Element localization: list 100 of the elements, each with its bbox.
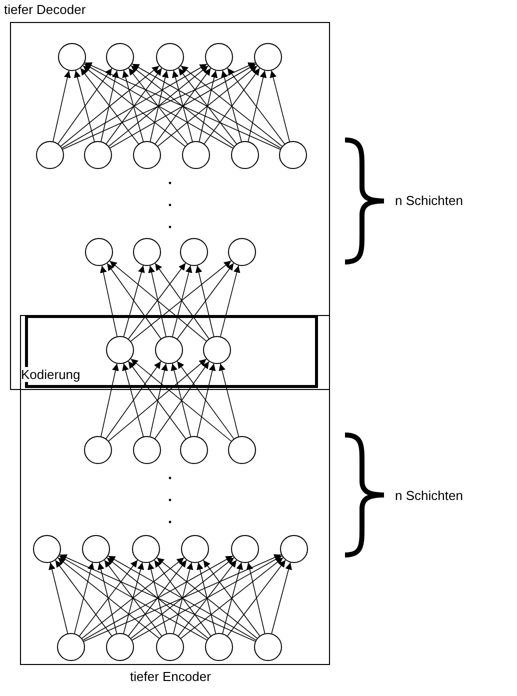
arrow <box>100 363 119 437</box>
arrow <box>150 363 168 437</box>
arrow <box>48 562 68 634</box>
arrow <box>52 70 71 142</box>
arrow <box>54 560 112 636</box>
encoding-label: Kodierung <box>21 367 80 382</box>
arrow <box>227 560 286 636</box>
arrow <box>58 556 208 640</box>
arrow <box>196 363 216 437</box>
neuron-circle <box>180 238 208 266</box>
neuron-circle <box>156 43 184 71</box>
neuron-circle <box>133 238 161 266</box>
neuron-circle <box>254 43 282 71</box>
arrow <box>130 557 234 639</box>
arrow <box>178 68 237 144</box>
neuron-circle <box>228 436 256 464</box>
neuron-circle <box>85 238 113 266</box>
neuron-circle <box>106 336 134 364</box>
arrow <box>178 560 237 636</box>
neuron-circle <box>133 141 161 169</box>
arrow <box>84 62 281 150</box>
arrow <box>132 555 282 641</box>
arrow <box>84 64 234 148</box>
arrow <box>176 262 234 340</box>
arrow <box>62 62 256 150</box>
arrow <box>106 263 162 339</box>
arrow <box>106 68 162 144</box>
arrow <box>59 554 256 642</box>
neuron-circle <box>205 633 233 661</box>
arrow <box>122 363 144 437</box>
neuron-circle <box>133 436 161 464</box>
layer-count-label: n Schichten <box>395 488 463 503</box>
arrow <box>128 360 186 440</box>
arrow <box>106 361 162 439</box>
arrow <box>180 557 284 639</box>
arrow <box>221 70 242 142</box>
neuron-circle <box>231 535 259 563</box>
layer-count-label: n Schichten <box>395 193 463 208</box>
arrow <box>173 562 194 634</box>
neuron-circle <box>84 436 112 464</box>
neuron-circle <box>33 535 61 563</box>
neuron-circle <box>180 436 208 464</box>
neuron-circle <box>84 141 112 169</box>
frame-title: tiefer Decoder <box>4 2 86 17</box>
arrow <box>154 263 210 339</box>
frame-title: tiefer Encoder <box>130 669 211 684</box>
arrow <box>202 560 260 636</box>
arrow <box>154 68 212 144</box>
neuron-circle <box>203 336 231 364</box>
arrow <box>248 70 267 142</box>
arrow <box>130 358 232 442</box>
arrow <box>218 363 239 437</box>
arrow <box>128 68 188 144</box>
arrow <box>106 557 208 639</box>
arrow <box>176 360 234 440</box>
arrow <box>128 262 186 340</box>
arrow <box>130 260 232 342</box>
arrow <box>271 562 292 634</box>
arrow <box>109 260 207 342</box>
arrow <box>270 70 290 142</box>
neuron-circle <box>106 633 134 661</box>
neuron-circle <box>57 633 85 661</box>
neuron-circle <box>280 535 308 563</box>
arrow <box>98 562 118 634</box>
arrow <box>157 65 258 147</box>
arrow <box>82 65 186 147</box>
arrow <box>58 557 160 639</box>
arrow <box>74 70 95 142</box>
arrow <box>128 560 187 636</box>
arrow <box>156 557 258 639</box>
neuron-circle <box>279 141 307 169</box>
neuron-circle <box>205 43 233 71</box>
arrow <box>104 560 162 636</box>
arrow <box>58 68 112 144</box>
arrow <box>148 562 168 634</box>
arrow <box>108 358 207 442</box>
arrow <box>220 265 240 337</box>
arrow <box>62 64 208 148</box>
arrow <box>198 70 218 142</box>
arrow <box>123 265 145 337</box>
arrow <box>100 265 118 337</box>
neuron-circle <box>132 535 160 563</box>
arrow <box>172 265 192 337</box>
arrow <box>195 265 214 337</box>
arrow <box>154 560 212 636</box>
arrow <box>204 68 260 144</box>
neuron-circle <box>82 535 110 563</box>
neuron-circle <box>36 141 64 169</box>
arrow <box>222 562 243 634</box>
arrow <box>130 65 234 147</box>
arrow <box>196 562 216 634</box>
neuron-circle <box>231 141 259 169</box>
arrow <box>246 562 266 634</box>
arrow <box>227 68 285 144</box>
arrow <box>108 65 209 147</box>
arrow <box>172 70 193 142</box>
arrow <box>80 68 139 144</box>
arrow <box>154 361 210 439</box>
arrow <box>122 70 144 142</box>
neuron-circle <box>106 43 134 71</box>
